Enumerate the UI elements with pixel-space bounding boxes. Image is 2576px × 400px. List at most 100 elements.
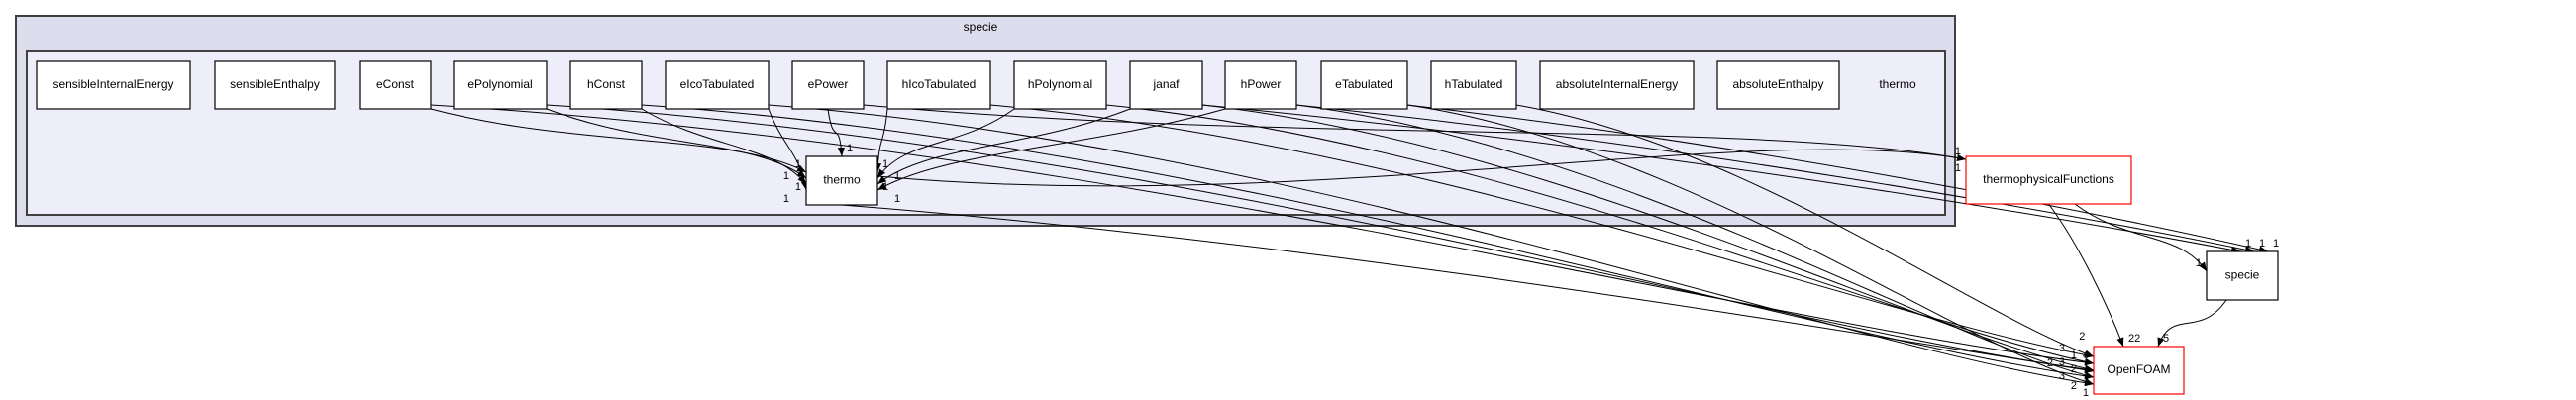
- edge-label: 3: [2083, 373, 2089, 385]
- node-h-power[interactable]: hPower: [1224, 60, 1297, 110]
- node-label: thermophysicalFunctions: [1983, 172, 2114, 186]
- node-label: specie: [2225, 268, 2260, 282]
- node-box[interactable]: [1320, 60, 1408, 110]
- edge-e-polynomial-to-open-foam[interactable]: [546, 104, 2095, 373]
- node-box[interactable]: [36, 60, 191, 110]
- node-e-power[interactable]: ePower: [791, 60, 865, 110]
- node-box[interactable]: [665, 60, 770, 110]
- node-label: hConst: [587, 77, 626, 91]
- node-thermo[interactable]: thermo: [805, 155, 878, 206]
- node-box[interactable]: [1539, 60, 1695, 110]
- edge-h-ico-tabulated-to-open-foam[interactable]: [989, 104, 2095, 358]
- edge-janaf-to-open-foam[interactable]: [1201, 104, 2095, 372]
- edge-label: 1: [2083, 387, 2089, 399]
- edge-label: 1: [2245, 238, 2251, 250]
- edge-h-const-to-open-foam[interactable]: [641, 104, 2095, 380]
- node-box[interactable]: [453, 60, 548, 110]
- edge-thermophysical-functions-to-open-foam[interactable]: [2048, 203, 2124, 348]
- node-open-foam[interactable]: OpenFOAM: [2093, 346, 2185, 395]
- node-box[interactable]: [1013, 60, 1107, 110]
- node-sensible-internal-energy[interactable]: sensibleInternalEnergy: [36, 60, 191, 110]
- node-box[interactable]: [359, 60, 432, 110]
- edge-e-const-to-open-foam[interactable]: [430, 104, 2095, 366]
- node-box[interactable]: [1716, 60, 1840, 110]
- edge-e-ico-tabulated-to-open-foam[interactable]: [768, 104, 2095, 387]
- edge-h-power-to-open-foam[interactable]: [1295, 104, 2095, 379]
- edge-label: 1: [894, 170, 900, 182]
- edge-e-ico-tabulated-to-thermo[interactable]: [768, 108, 808, 191]
- edge-e-tabulated-to-open-foam[interactable]: [1406, 104, 2095, 385]
- node-label: hTabulated: [1445, 77, 1503, 91]
- node-label: absoluteEnthalpy: [1732, 77, 1823, 91]
- node-label: OpenFOAM: [2107, 362, 2170, 376]
- node-label: hPolynomial: [1028, 77, 1092, 91]
- edge-label: 1: [1955, 162, 1961, 174]
- node-e-tabulated[interactable]: eTabulated: [1320, 60, 1408, 110]
- node-label: eConst: [376, 77, 415, 91]
- edge-h-ico-tabulated-to-thermo[interactable]: [874, 108, 888, 173]
- edge-h-power-to-specie[interactable]: [1295, 104, 2255, 253]
- edge-h-polynomial-to-open-foam[interactable]: [1105, 104, 2095, 365]
- edge-e-tabulated-to-specie[interactable]: [1406, 104, 2269, 253]
- edge-label: 1: [882, 158, 888, 170]
- node-label: janaf: [1152, 77, 1180, 91]
- edge-label: 1: [1955, 146, 1961, 157]
- edge-janaf-to-specie[interactable]: [1201, 104, 2241, 253]
- node-label: eIcoTabulated: [680, 77, 755, 91]
- edge-e-power-to-thermophysical-functions[interactable]: [863, 104, 1967, 161]
- node-box[interactable]: [2206, 250, 2279, 301]
- edge-thermo-to-thermophysical-functions[interactable]: [876, 149, 1967, 187]
- node-h-ico-tabulated[interactable]: hIcoTabulated: [886, 60, 991, 110]
- node-absolute-enthalpy[interactable]: absoluteEnthalpy: [1716, 60, 1840, 110]
- edge-h-polynomial-to-thermo[interactable]: [876, 108, 1015, 179]
- edge-label: 2: [2071, 380, 2077, 392]
- edge-label: 1: [847, 143, 853, 154]
- edge-thermo-to-open-foam[interactable]: [841, 204, 2095, 374]
- node-thermophysical-functions[interactable]: thermophysicalFunctions: [1965, 155, 2132, 205]
- node-box[interactable]: [569, 60, 643, 110]
- node-box[interactable]: [1965, 155, 2132, 205]
- node-box[interactable]: [1224, 60, 1297, 110]
- node-h-const[interactable]: hConst: [569, 60, 643, 110]
- edge-label: 22: [2128, 333, 2140, 345]
- node-janaf[interactable]: janaf: [1129, 60, 1203, 110]
- node-h-tabulated[interactable]: hTabulated: [1430, 60, 1517, 110]
- edge-label: 1: [783, 170, 789, 182]
- edge-h-tabulated-to-open-foam[interactable]: [1515, 104, 2095, 357]
- node-box[interactable]: [1430, 60, 1517, 110]
- cluster-specie-label: specie: [964, 20, 998, 34]
- node-box[interactable]: [886, 60, 991, 110]
- node-label: absoluteInternalEnergy: [1556, 77, 1678, 91]
- cluster-thermo-label: thermo: [1879, 77, 1916, 91]
- node-box[interactable]: [214, 60, 336, 110]
- node-e-ico-tabulated[interactable]: eIcoTabulated: [665, 60, 770, 110]
- edge-label: 1: [783, 193, 789, 205]
- node-specie[interactable]: specie: [2206, 250, 2279, 301]
- edge-label: 3: [2059, 343, 2065, 354]
- edge-thermophysical-functions-to-specie[interactable]: [2074, 203, 2208, 272]
- edge-h-power-to-thermo[interactable]: [876, 108, 1226, 191]
- node-h-polynomial[interactable]: hPolynomial: [1013, 60, 1107, 110]
- node-box[interactable]: [1129, 60, 1203, 110]
- node-box[interactable]: [805, 155, 878, 206]
- node-label: hPower: [1241, 77, 1282, 91]
- edge-label: 5: [2163, 333, 2169, 345]
- node-label: sensibleEnthalpy: [230, 77, 320, 91]
- node-label: thermo: [823, 173, 861, 187]
- edge-label: 2: [2079, 331, 2085, 343]
- node-label: eTabulated: [1335, 77, 1393, 91]
- node-e-polynomial[interactable]: ePolynomial: [453, 60, 548, 110]
- edge-specie-to-open-foam[interactable]: [2157, 299, 2227, 348]
- node-sensible-enthalpy[interactable]: sensibleEnthalpy: [214, 60, 336, 110]
- edge-e-power-to-thermo[interactable]: [827, 108, 845, 157]
- edge-janaf-to-thermo[interactable]: [876, 108, 1131, 185]
- node-absolute-internal-energy[interactable]: absoluteInternalEnergy: [1539, 60, 1695, 110]
- edge-label: 1: [795, 158, 801, 170]
- edge-h-const-to-thermo[interactable]: [641, 108, 807, 185]
- node-label: hIcoTabulated: [902, 77, 977, 91]
- node-box[interactable]: [2093, 346, 2185, 395]
- node-label: ePower: [808, 77, 849, 91]
- node-e-const[interactable]: eConst: [359, 60, 432, 110]
- node-box[interactable]: [791, 60, 865, 110]
